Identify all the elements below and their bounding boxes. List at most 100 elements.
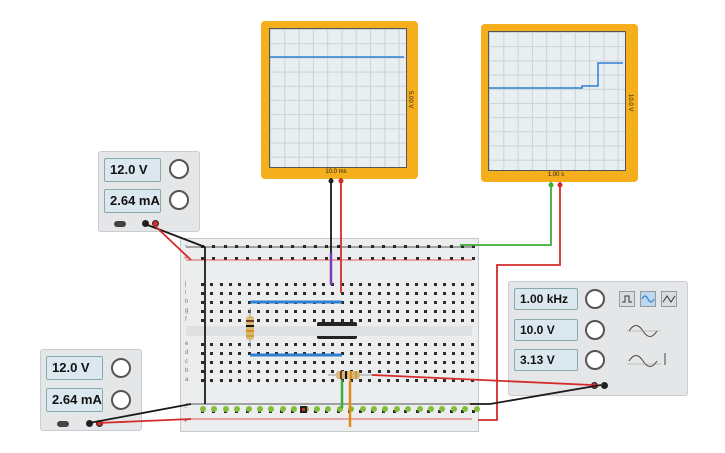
breadboard-hole[interactable] — [424, 343, 428, 346]
breadboard-hole[interactable] — [387, 361, 390, 364]
breadboard-hole[interactable] — [325, 245, 329, 248]
breadboard-hole[interactable] — [284, 283, 288, 286]
breadboard-hole[interactable] — [377, 343, 381, 346]
breadboard-hole[interactable] — [396, 319, 400, 322]
breadboard-hole[interactable] — [303, 370, 307, 373]
breadboard-hole[interactable] — [359, 257, 363, 260]
breadboard-hole[interactable] — [266, 361, 270, 364]
breadboard-hole[interactable] — [461, 352, 465, 355]
breadboard-hole[interactable] — [377, 301, 381, 304]
breadboard-hole[interactable] — [268, 257, 272, 260]
breadboard-hole[interactable] — [433, 352, 437, 355]
breadboard-hole[interactable] — [359, 319, 363, 322]
breadboard-hole[interactable] — [201, 283, 204, 286]
breadboard-hole[interactable] — [449, 257, 453, 260]
breadboard-hole[interactable] — [201, 292, 204, 295]
breadboard-hole[interactable] — [433, 292, 437, 295]
breadboard-hole[interactable] — [201, 301, 204, 304]
breadboard-hole[interactable] — [472, 410, 476, 413]
breadboard-hole[interactable] — [201, 370, 204, 373]
breadboard-hole[interactable] — [228, 370, 232, 373]
breadboard-hole[interactable] — [314, 406, 320, 412]
breadboard-hole[interactable] — [359, 292, 363, 295]
breadboard-hole[interactable] — [472, 257, 476, 260]
breadboard-hole[interactable] — [321, 310, 325, 313]
breadboard-hole[interactable] — [461, 343, 465, 346]
breadboard-hole[interactable] — [284, 379, 288, 382]
breadboard-hole[interactable] — [303, 343, 307, 346]
breadboard-hole[interactable] — [396, 379, 400, 382]
breadboard-hole[interactable] — [368, 361, 372, 364]
power-supply-bottom[interactable]: 12.0 V 2.64 mA — [40, 349, 142, 431]
breadboard-hole[interactable] — [284, 370, 288, 373]
breadboard-hole[interactable] — [325, 406, 332, 412]
breadboard-hole[interactable] — [256, 379, 260, 382]
breadboard-hole[interactable] — [266, 319, 270, 322]
breadboard-hole[interactable] — [452, 292, 456, 295]
breadboard-hole[interactable] — [452, 361, 456, 364]
breadboard-hole[interactable] — [303, 283, 307, 286]
breadboard-hole[interactable] — [349, 319, 353, 322]
breadboard-hole[interactable] — [331, 370, 335, 373]
breadboard-hole[interactable] — [268, 245, 272, 248]
breadboard-hole[interactable] — [247, 352, 251, 355]
breadboard-hole[interactable] — [449, 245, 453, 248]
breadboard-hole[interactable] — [347, 245, 351, 248]
breadboard-hole[interactable] — [238, 292, 242, 295]
breadboard-hole[interactable] — [238, 319, 242, 322]
breadboard-hole[interactable] — [405, 292, 409, 295]
breadboard-hole[interactable] — [228, 361, 232, 364]
breadboard-hole[interactable] — [201, 352, 204, 355]
breadboard-hole[interactable] — [405, 361, 409, 364]
breadboard-hole[interactable] — [312, 379, 316, 382]
breadboard-hole[interactable] — [452, 379, 456, 382]
breadboard-hole[interactable] — [433, 283, 437, 286]
breadboard-hole[interactable] — [201, 257, 204, 260]
breadboard-hole[interactable] — [303, 379, 307, 382]
breadboard-hole[interactable] — [452, 352, 456, 355]
breadboard-hole[interactable] — [312, 283, 316, 286]
breadboard-hole[interactable] — [414, 310, 418, 313]
breadboard-hole[interactable] — [275, 343, 279, 346]
breadboard-hole[interactable] — [247, 370, 251, 373]
breadboard-hole[interactable] — [238, 352, 242, 355]
breadboard-hole[interactable] — [228, 343, 232, 346]
breadboard-hole[interactable] — [405, 301, 409, 304]
breadboard-hole[interactable] — [382, 406, 389, 412]
breadboard-hole[interactable] — [349, 283, 353, 286]
breadboard-hole[interactable] — [266, 343, 270, 346]
breadboard-hole[interactable] — [256, 361, 260, 364]
breadboard-hole[interactable] — [219, 361, 223, 364]
breadboard-hole[interactable] — [245, 406, 252, 412]
breadboard-hole[interactable] — [452, 319, 456, 322]
breadboard-hole[interactable] — [294, 343, 297, 346]
breadboard-hole[interactable] — [275, 361, 279, 364]
breadboard-hole[interactable] — [331, 283, 335, 286]
breadboard-hole[interactable] — [210, 370, 214, 373]
breadboard-hole[interactable] — [312, 292, 316, 295]
breadboard-hole[interactable] — [275, 370, 279, 373]
breadboard-hole[interactable] — [396, 301, 400, 304]
psu-top-current-knob[interactable] — [169, 190, 189, 210]
breadboard-hole[interactable] — [368, 370, 372, 373]
breadboard-hole[interactable] — [359, 379, 363, 382]
breadboard-hole[interactable] — [294, 319, 297, 322]
breadboard-hole[interactable] — [331, 292, 335, 295]
breadboard-hole[interactable] — [461, 370, 465, 373]
breadboard-hole[interactable] — [414, 370, 418, 373]
fg-frequency-knob[interactable] — [585, 289, 605, 309]
breadboard-hole[interactable] — [219, 292, 223, 295]
breadboard-hole[interactable] — [336, 245, 340, 248]
breadboard-hole[interactable] — [387, 301, 390, 304]
breadboard-hole[interactable] — [331, 379, 335, 382]
breadboard-hole[interactable] — [359, 310, 363, 313]
breadboard-hole[interactable] — [256, 319, 260, 322]
breadboard-hole[interactable] — [256, 370, 260, 373]
breadboard-hole[interactable] — [228, 352, 232, 355]
breadboard-hole[interactable] — [280, 257, 284, 260]
breadboard-hole[interactable] — [405, 283, 409, 286]
breadboard-hole[interactable] — [427, 257, 430, 260]
breadboard-hole[interactable] — [312, 370, 316, 373]
breadboard-hole[interactable] — [414, 352, 418, 355]
breadboard-hole[interactable] — [377, 370, 381, 373]
